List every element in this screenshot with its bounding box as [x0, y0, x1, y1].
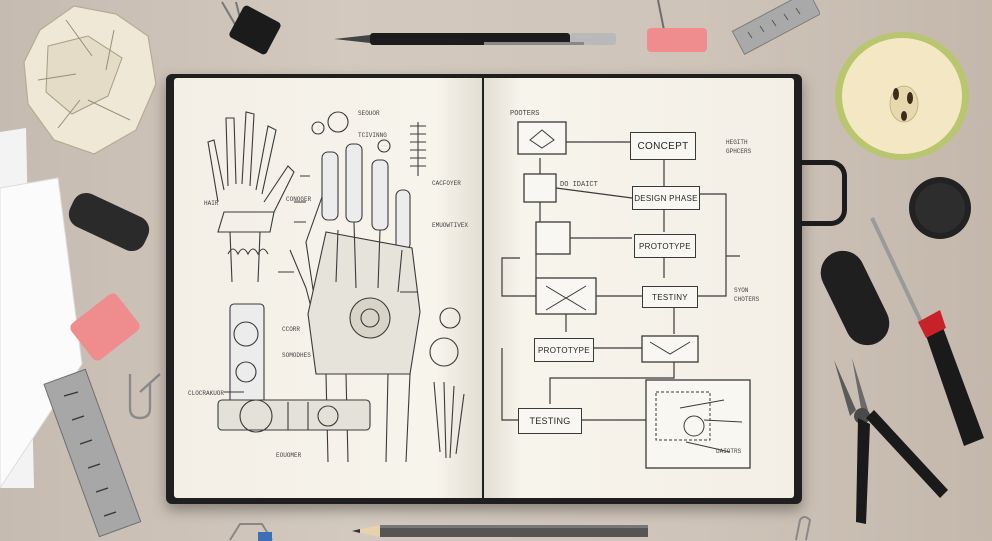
sketch-note: CCORR	[282, 326, 301, 333]
sketch-note: TCIVINNG	[358, 132, 387, 139]
testiny-side-note: SYON CHOTERS	[734, 287, 760, 303]
screwdriver	[870, 217, 984, 446]
testiny-box: TESTINY	[642, 286, 698, 308]
sketch-note: HAIR	[204, 200, 219, 207]
design-phase-box: DESIGN PHASE	[632, 186, 700, 210]
paper-sheets	[0, 128, 83, 489]
prototype-mid-box: PROTOTYPE	[534, 338, 594, 362]
sketch-note: SEOUOR	[358, 110, 380, 117]
foam-brush	[820, 250, 890, 346]
ruler-left	[43, 368, 142, 538]
ruler	[731, 0, 820, 55]
binder-clip	[221, 1, 281, 55]
pen	[334, 33, 616, 45]
testing-box: TESTING	[518, 408, 582, 434]
sketch-note: EOUOMER	[276, 452, 302, 459]
crumpled-paper	[23, 5, 157, 155]
concept-note: HEGITH GPHCERS	[726, 139, 752, 155]
paper-clip	[128, 373, 161, 420]
pencil	[352, 525, 648, 537]
sketch-note: CONOGER	[286, 196, 312, 203]
flowchart-small-note: DO IDAICT	[560, 181, 598, 189]
sketch-note: SOMODHES	[282, 352, 311, 359]
eraser-pink-left	[70, 293, 140, 361]
sketch-note: CACFOYER	[432, 180, 461, 187]
pliers	[834, 358, 948, 524]
foam-disc	[909, 177, 971, 239]
prototype-top-box: PROTOTYPE	[634, 234, 696, 258]
robotic-hand-sketch	[207, 111, 465, 463]
flowchart-connectors	[501, 121, 751, 469]
inset-note: DAIOTRS	[716, 448, 742, 455]
eraser-pink	[647, 0, 707, 52]
concept-box: CONCEPT	[630, 132, 696, 160]
sketch-note: CLOCRAKUOR	[188, 390, 225, 397]
apple-half	[835, 32, 969, 160]
sketch-note: EMUOWTIVEX	[432, 222, 469, 229]
eraser-black	[68, 192, 150, 252]
paper-clip-bottom	[795, 516, 812, 541]
elastic-band	[800, 160, 847, 226]
flowchart-heading: POOTERS	[510, 110, 540, 118]
clip-bottom	[229, 523, 273, 541]
